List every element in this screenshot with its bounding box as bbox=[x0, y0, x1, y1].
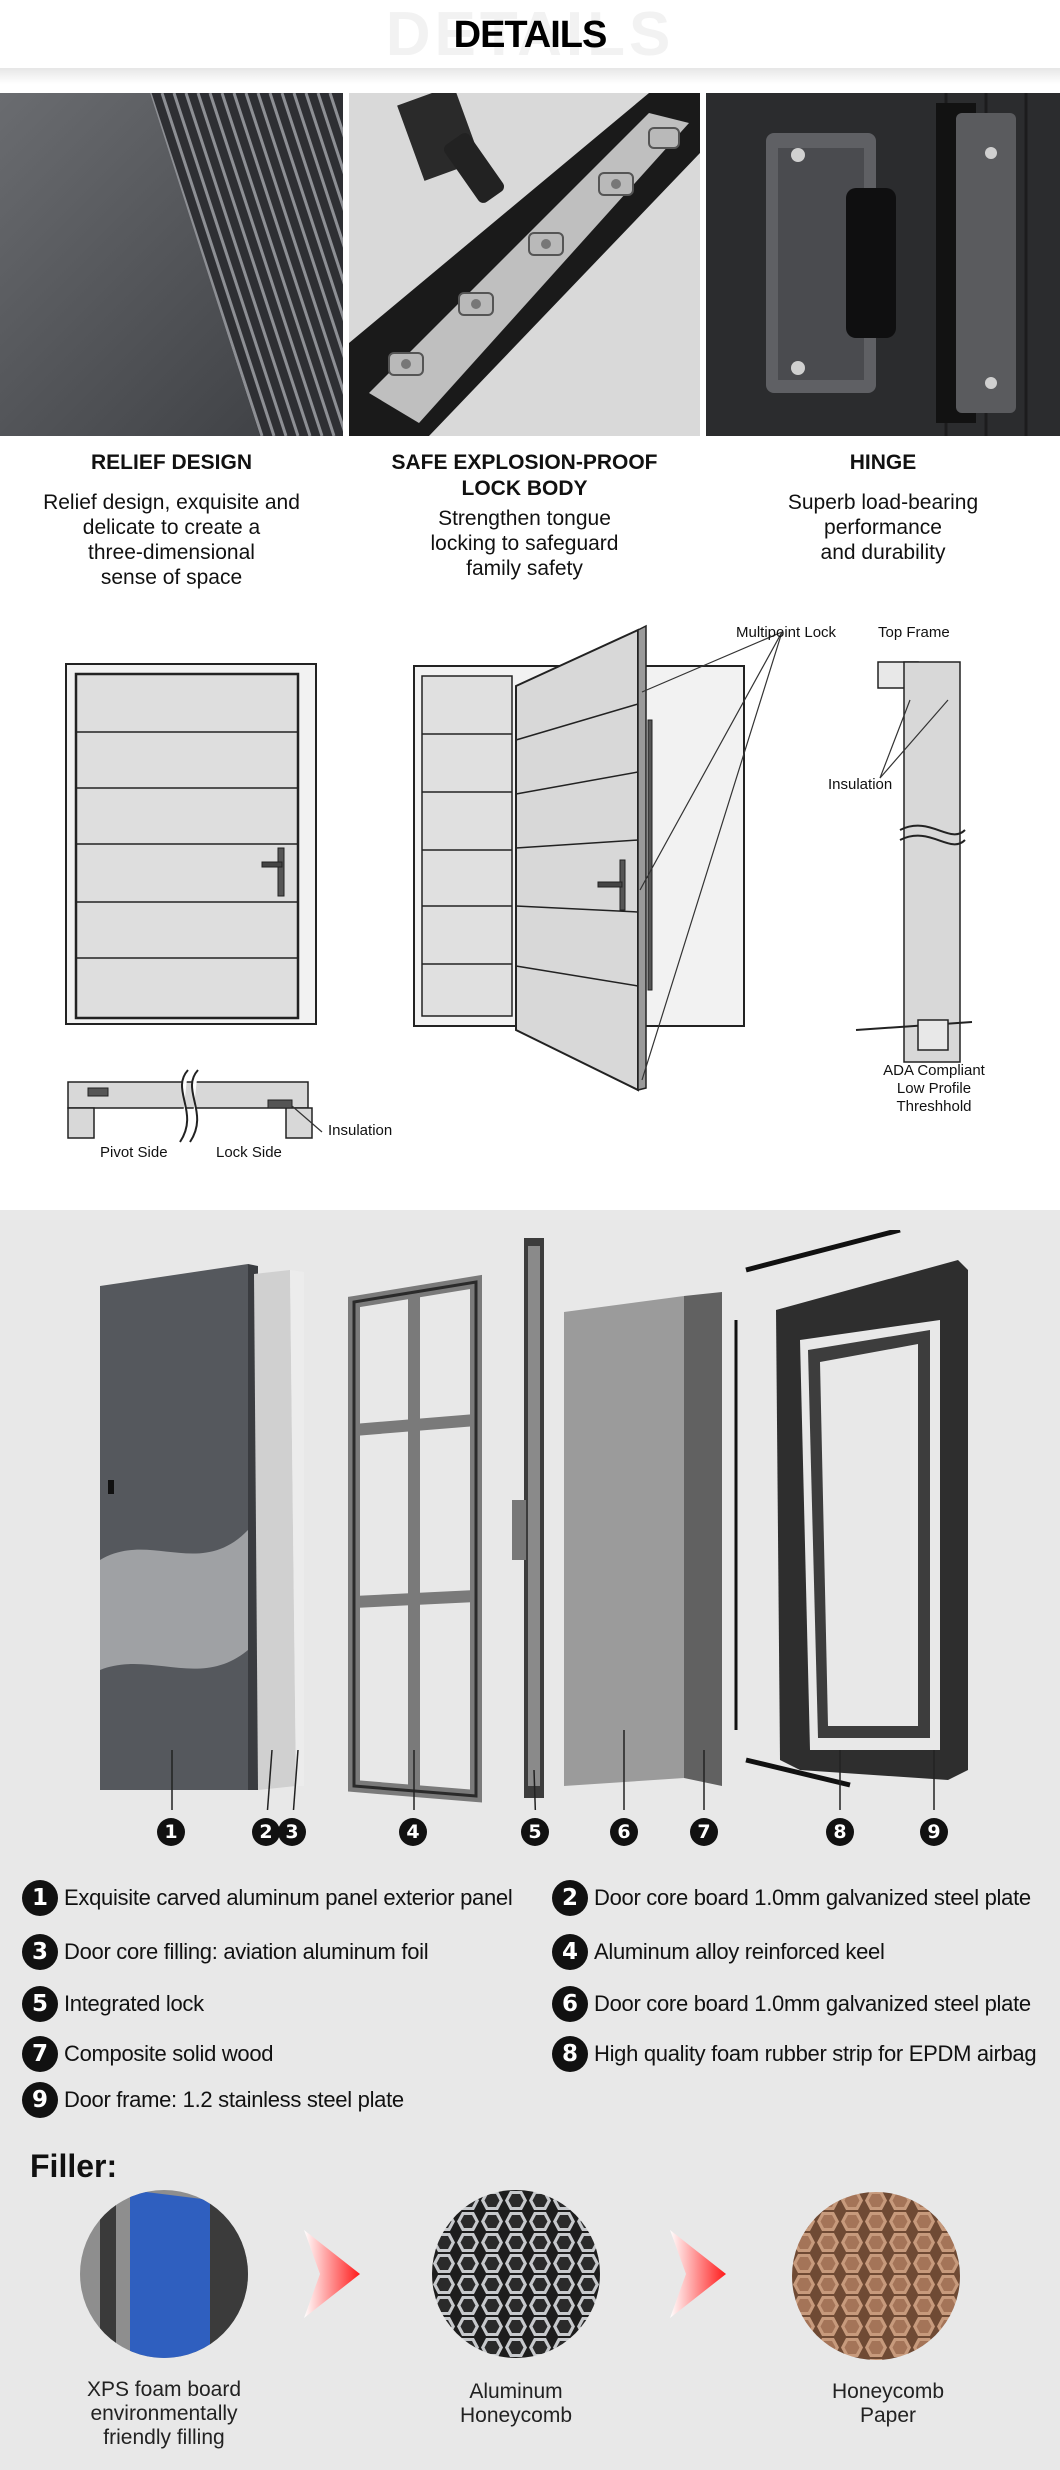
legend-label: Aluminum alloy reinforced keel bbox=[594, 1939, 885, 1964]
multipoint-lock-label: Multipoint Lock bbox=[736, 624, 837, 641]
legend-item: 6 Door core board 1.0mm galvanized steel… bbox=[552, 1984, 1031, 2024]
legend-item: 7 Composite solid wood bbox=[22, 2034, 274, 2074]
feature-description: Relief design, exquisite and delicate to… bbox=[0, 490, 343, 590]
technical-drawings bbox=[65, 624, 973, 1143]
legend-number: 1 bbox=[22, 1880, 58, 1916]
lock-body-photo bbox=[349, 93, 700, 436]
component-marker: 9 bbox=[920, 1818, 948, 1846]
legend-item: 3 Door core filling: aviation aluminum f… bbox=[22, 1932, 429, 1972]
description-line: locking to safeguard bbox=[430, 532, 619, 555]
legend-item: 5 Integrated lock bbox=[22, 1984, 204, 2024]
filler-images bbox=[80, 2190, 960, 2360]
feature-title: HINGE bbox=[849, 451, 917, 474]
description-line: delicate to create a bbox=[82, 516, 261, 539]
title-line: LOCK BODY bbox=[461, 477, 588, 500]
description-line: Relief design, exquisite and bbox=[43, 491, 300, 514]
legend-label: Composite solid wood bbox=[64, 2041, 274, 2066]
relief-design-photo bbox=[0, 93, 343, 436]
feature-relief-design: RELIEF DESIGN Relief design, exquisite a… bbox=[0, 450, 343, 590]
legend-number: 2 bbox=[552, 1880, 588, 1916]
pivot-side-label: Pivot Side bbox=[100, 1144, 168, 1161]
hinge-photo bbox=[706, 93, 1060, 436]
legend-label: Integrated lock bbox=[64, 1991, 204, 2016]
legend-item: 2 Door core board 1.0mm galvanized steel… bbox=[552, 1878, 1031, 1918]
component-marker: 3 bbox=[278, 1818, 306, 1846]
component-marker: 6 bbox=[610, 1818, 638, 1846]
caption-line: Honeycomb bbox=[831, 2380, 945, 2403]
caption-line: XPS foam board bbox=[86, 2378, 242, 2401]
component-marker: 1 bbox=[157, 1818, 185, 1846]
insulation-callout-lines bbox=[879, 699, 949, 779]
feature-description: Strengthen tongue locking to safeguard f… bbox=[349, 506, 700, 581]
description-line: three-dimensional bbox=[88, 541, 255, 564]
page-title: DETAILS bbox=[453, 14, 608, 56]
legend-item: 8 High quality foam rubber strip for EPD… bbox=[552, 2034, 1037, 2074]
insulation-frame-label: Insulation bbox=[828, 776, 893, 793]
multipoint-lock-callout-lines bbox=[639, 631, 783, 1081]
header-watermark: DETAILS bbox=[385, 0, 675, 69]
title-line: SAFE EXPLOSION-PROOF bbox=[391, 451, 658, 474]
caption-line: Aluminum bbox=[469, 2380, 563, 2403]
aluminum-honeycomb-image bbox=[432, 2190, 600, 2358]
threshold-line: ADA Compliant bbox=[883, 1062, 985, 1079]
caption-line: friendly filling bbox=[103, 2426, 225, 2449]
caption-line: Honeycomb bbox=[459, 2404, 573, 2427]
arrow-icon bbox=[670, 2230, 726, 2318]
legend-label: Door core board 1.0mm galvanized steel p… bbox=[594, 1885, 1031, 1910]
door-front-elevation bbox=[65, 663, 317, 1025]
filler-title: Filler: bbox=[30, 2148, 118, 2184]
threshold-line: Threshhold bbox=[896, 1098, 972, 1115]
component-marker: 2 bbox=[252, 1818, 280, 1846]
description-line: Superb load-bearing bbox=[787, 491, 979, 514]
exploded-view-illustration bbox=[100, 1230, 968, 1810]
component-marker: 7 bbox=[690, 1818, 718, 1846]
header: DETAILS DETAILS bbox=[0, 0, 1060, 80]
description-line: performance bbox=[824, 516, 942, 539]
legend-number: 6 bbox=[552, 1986, 588, 2022]
legend-label: Exquisite carved aluminum panel exterior… bbox=[64, 1885, 513, 1910]
xps-foam-image bbox=[80, 2190, 248, 2358]
legend-number: 7 bbox=[22, 2036, 58, 2072]
legend-item: 9 Door frame: 1.2 stainless steel plate bbox=[22, 2080, 404, 2120]
description-line: Strengthen tongue bbox=[438, 507, 611, 530]
feature-title: SAFE EXPLOSION-PROOF LOCK BODY bbox=[349, 450, 700, 502]
feature-lock-body: SAFE EXPLOSION-PROOF LOCK BODY Strengthe… bbox=[349, 450, 700, 581]
caption-line: Paper bbox=[859, 2404, 917, 2427]
component-marker: 5 bbox=[521, 1818, 549, 1846]
legend-number: 9 bbox=[22, 2082, 58, 2118]
door-horizontal-section bbox=[67, 1069, 313, 1143]
threshold-line: Low Profile bbox=[896, 1080, 972, 1097]
legend-item: 4 Aluminum alloy reinforced keel bbox=[552, 1932, 885, 1972]
door-open-elevation bbox=[413, 624, 745, 1092]
legend-number: 3 bbox=[22, 1934, 58, 1970]
filler-caption-xps: XPS foam board environmentally friendly … bbox=[44, 2378, 284, 2450]
component-marker: 8 bbox=[826, 1818, 854, 1846]
legend-number: 5 bbox=[22, 1986, 58, 2022]
filler-caption-paper: Honeycomb Paper bbox=[768, 2380, 1008, 2428]
description-line: family safety bbox=[466, 557, 583, 580]
legend-number: 8 bbox=[552, 2036, 588, 2072]
arrow-icon bbox=[304, 2230, 360, 2318]
filler-caption-aluminum: Aluminum Honeycomb bbox=[396, 2380, 636, 2428]
honeycomb-paper-image bbox=[792, 2192, 960, 2360]
insulation-section-label: Insulation bbox=[328, 1122, 393, 1139]
legend-label: Door core filling: aviation aluminum foi… bbox=[64, 1939, 429, 1964]
legend-item: 1 Exquisite carved aluminum panel exteri… bbox=[22, 1878, 513, 1918]
legend-label: Door core board 1.0mm galvanized steel p… bbox=[594, 1991, 1031, 2016]
feature-title: RELIEF DESIGN bbox=[90, 451, 253, 474]
component-marker: 4 bbox=[399, 1818, 427, 1846]
lock-side-label: Lock Side bbox=[216, 1144, 282, 1161]
description-line: and durability bbox=[820, 541, 946, 564]
feature-description: Superb load-bearing performance and dura… bbox=[706, 490, 1060, 565]
header-divider bbox=[0, 68, 1060, 84]
legend-number: 4 bbox=[552, 1934, 588, 1970]
feature-hinge: HINGE Superb load-bearing performance an… bbox=[706, 450, 1060, 565]
top-frame-label: Top Frame bbox=[878, 624, 950, 641]
legend-label: High quality foam rubber strip for EPDM … bbox=[594, 2041, 1037, 2066]
legend-label: Door frame: 1.2 stainless steel plate bbox=[64, 2087, 404, 2112]
description-line: sense of space bbox=[100, 566, 243, 589]
caption-line: environmentally bbox=[90, 2402, 238, 2425]
threshold-label: ADA Compliant Low Profile Threshhold bbox=[864, 1062, 1004, 1116]
frame-section bbox=[855, 661, 973, 1063]
